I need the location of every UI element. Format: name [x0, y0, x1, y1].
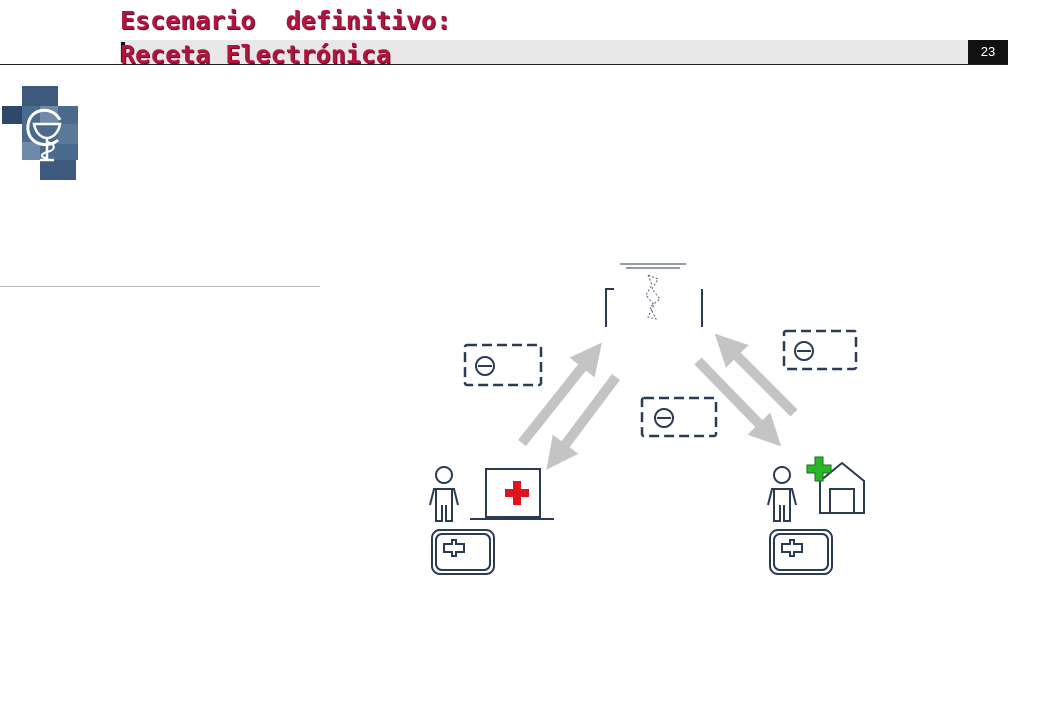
electronic-prescription-icon	[640, 396, 718, 438]
bar-marker	[121, 42, 125, 62]
title-line-2: Receta Electrónica	[120, 40, 391, 69]
arrow-icon	[714, 333, 798, 417]
person-icon	[429, 466, 459, 522]
sidebar-divider	[0, 286, 320, 287]
top-header-bar	[120, 40, 1008, 65]
person-icon	[767, 466, 797, 522]
arrow-icon	[694, 357, 782, 447]
pharmacy-cross-logo-icon	[2, 86, 78, 180]
medical-office-icon	[470, 468, 554, 520]
pharmacy-house-icon	[806, 456, 865, 514]
health-card-icon	[431, 529, 495, 575]
electronic-prescription-icon	[782, 329, 858, 371]
health-card-icon	[769, 529, 833, 575]
server-icon	[605, 263, 703, 327]
title-line-1: Escenario definitivo:	[120, 6, 452, 35]
top-left-rule	[0, 64, 120, 65]
page-number: 23	[968, 40, 1008, 64]
slide-title: Escenario definitivo: Receta Electrónica	[120, 4, 451, 72]
electronic-prescription-icon	[463, 343, 543, 387]
arrow-icon	[518, 342, 602, 447]
arrow-icon	[546, 374, 620, 470]
prescription-flow-diagram	[429, 263, 865, 575]
